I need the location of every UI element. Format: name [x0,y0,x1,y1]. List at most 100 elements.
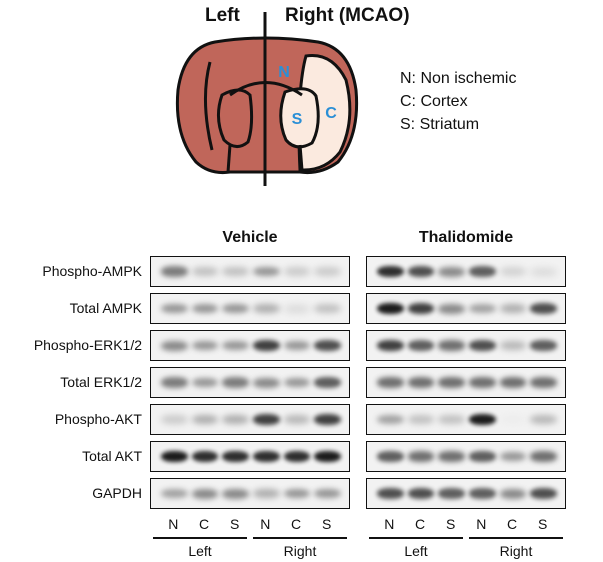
side-label: Right [499,543,533,559]
blot-band [191,414,219,425]
blot-band [438,415,465,424]
blot-band [377,414,404,425]
left-inner-region [217,88,254,148]
blot-band [222,340,249,351]
blot-band [283,340,311,351]
blot-band [469,413,496,426]
blot-band [222,450,249,463]
blot-band [377,377,404,388]
blot-band [469,488,496,499]
blot-row-label: Total AMPK [69,300,142,316]
blot-strip [366,441,566,472]
blot-band [253,488,280,499]
blot-band [530,303,557,314]
blot-band [253,303,280,314]
blot-band [469,340,496,351]
blot-band [161,450,188,463]
lane-label: C [198,516,210,532]
blot-band [253,266,280,277]
blot-band [499,377,527,388]
blot-row-label: GAPDH [92,485,142,501]
blot-band [499,451,527,462]
blot-band [438,303,465,314]
blot-strip [150,478,350,509]
blot-band [161,340,188,351]
blot-strip [366,367,566,398]
blot-strip [150,441,350,472]
blot-band [222,414,249,425]
blot-band [530,340,557,351]
blot-band [191,267,219,276]
blot-group-title: Vehicle [222,229,278,246]
blot-band [161,415,188,424]
blot-band [191,340,219,351]
region-label-s: S [292,111,303,128]
lane-label: S [537,516,548,532]
blot-band [377,265,404,278]
blot-band [438,488,465,499]
blot-band [161,266,188,277]
blot-band [222,377,249,388]
blot-band [314,267,341,276]
blot-band [530,377,557,388]
blot-band [253,413,280,426]
blot-band [438,340,465,351]
blot-strip [366,404,566,435]
brain-section-diagram: N S C [175,12,359,186]
blot-strip [366,330,566,361]
blot-band [407,451,435,462]
side-label: Right [283,543,317,559]
blot-row-label: Phospho-ERK1/2 [33,337,142,353]
lane-label: C [414,516,426,532]
blot-band [499,267,527,276]
blot-band [499,303,527,314]
blot-band [407,266,435,277]
blot-band [377,488,404,499]
blot-strip [150,256,350,287]
blot-band [161,303,188,314]
blot-band [530,415,557,424]
blot-band [499,341,527,350]
blot-band [222,303,249,314]
blot-strip [366,293,566,324]
header-left-label: Left [205,5,240,26]
blot-band [314,450,341,463]
lane-label: N [168,516,179,532]
blot-band [161,488,188,499]
blot-band [314,377,341,388]
lane-label: C [506,516,518,532]
blot-strip [150,293,350,324]
lane-group-bracket [153,537,247,539]
blot-band [407,488,435,499]
blot-band [530,488,557,499]
blot-band [253,450,280,463]
blot-band [438,377,465,388]
blot-band [222,488,249,499]
blot-band [407,340,435,351]
blot-band [499,415,527,424]
blot-band [253,377,280,388]
legend-item-c: C: Cortex [400,93,468,110]
lane-label: S [229,516,240,532]
blot-band [407,415,435,424]
blot-strip [366,256,566,287]
blot-band [469,451,496,462]
blot-row-label: Phospho-AKT [54,411,142,427]
blot-band [283,304,311,313]
blot-band [283,488,311,499]
blot-band [283,267,311,276]
lane-label: C [290,516,302,532]
lane-label: N [384,516,395,532]
blot-band [407,377,435,388]
blot-band [314,304,341,313]
blot-band [469,377,496,388]
blot-band [253,339,280,352]
blot-band [314,488,341,499]
blot-strip [150,330,350,361]
blot-band [469,303,496,314]
blot-band [191,450,219,463]
blot-band [161,377,188,388]
region-label-n: N [278,64,290,81]
lane-label: S [445,516,456,532]
blot-band [530,451,557,462]
